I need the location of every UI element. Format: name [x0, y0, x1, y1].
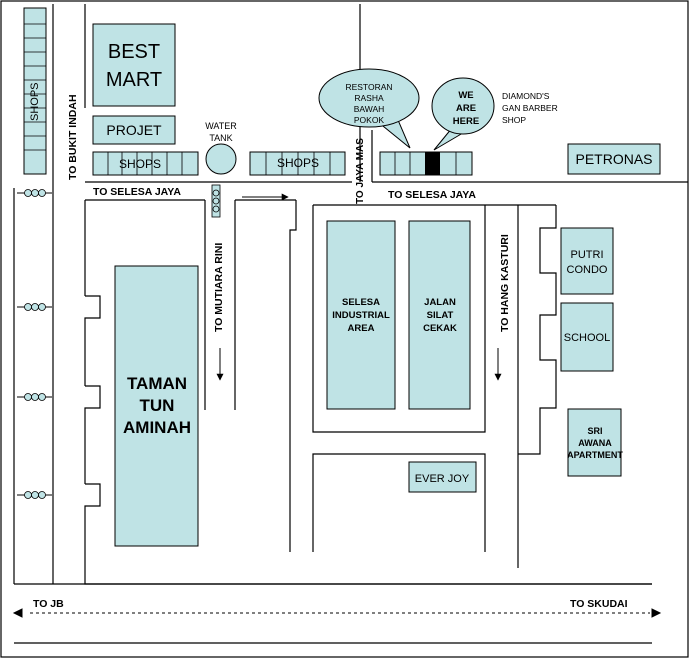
road-lines — [13, 4, 688, 644]
selesa-label-2: INDUSTRIAL — [332, 310, 390, 321]
shops-left-label: SHOPS — [119, 157, 161, 171]
selesa-label-1: SELESA — [342, 297, 380, 308]
sri-awana-label-1: SRI — [587, 426, 602, 436]
road-skudai-label: TO SKUDAI — [570, 598, 628, 610]
culvert-markers — [17, 184, 221, 499]
projet: PROJET — [92, 115, 176, 145]
we-are-here-label-1: WE — [458, 90, 473, 101]
diamond-label-2: GAN BARBER — [502, 103, 558, 113]
jalan-silat-cekak: JALAN SILAT CEKAK — [408, 220, 471, 410]
road-mutiara-rini-label: TO MUTIARA RINI — [213, 243, 225, 332]
sri-awana-label-3: APARTMENT — [567, 450, 623, 460]
school: SCHOOL — [560, 302, 614, 372]
taman-label-1: TAMAN — [127, 374, 187, 393]
direction-arrows — [12, 193, 662, 618]
road-jb-label: TO JB — [33, 598, 64, 610]
best-mart-label-2: MART — [106, 69, 162, 91]
taman-tun-aminah: TAMAN TUN AMINAH — [114, 265, 199, 547]
selesa-industrial-area: SELESA INDUSTRIAL AREA — [326, 220, 396, 410]
we-are-here-label-2: ARE — [456, 103, 476, 114]
sri-awana-label-2: AWANA — [578, 438, 612, 448]
road-bukit-indah-label: TO BUKIT INDAH — [67, 94, 79, 180]
restoran-label-1: RESTORAN — [345, 82, 392, 92]
school-label: SCHOOL — [564, 332, 610, 344]
putri-label-2: CONDO — [567, 264, 608, 276]
diamond-label-1: DIAMOND'S — [502, 91, 550, 101]
ever-joy-label: EVER JOY — [415, 473, 470, 485]
diamond-label-3: SHOP — [502, 115, 526, 125]
shops-row-left: SHOPS — [92, 151, 199, 176]
culvert-3 — [17, 393, 52, 401]
bubble-restoran: RESTORAN RASHA BAWAH POKOK — [318, 68, 420, 149]
culvert-1 — [17, 189, 52, 197]
petronas-label: PETRONAS — [575, 151, 652, 167]
shops-vertical-label: SHOPS — [29, 82, 41, 121]
restoran-label-4: POKOK — [354, 115, 385, 125]
water-tank-label-2: TANK — [209, 133, 232, 143]
diamond-barber-label: DIAMOND'S GAN BARBER SHOP — [502, 91, 558, 125]
we-are-here-label-3: HERE — [453, 116, 479, 127]
putri-condo: PUTRI CONDO — [560, 227, 614, 295]
bubble-we-are-here: WE ARE HERE — [431, 77, 495, 151]
road-labels: TO BUKIT INDAH TO SELESA JAYA TO SELESA … — [33, 94, 628, 610]
best-mart: BEST MART — [92, 23, 176, 107]
culvert-mutiara — [211, 184, 221, 218]
arrow-skudai-east — [651, 608, 662, 618]
road-selesa-jaya-right-label: TO SELESA JAYA — [388, 189, 476, 201]
shops-strip-vertical: SHOPS — [23, 7, 47, 175]
culvert-4 — [17, 491, 52, 499]
we-are-here-marker — [425, 152, 440, 175]
selesa-label-3: AREA — [348, 323, 375, 334]
best-mart-label-1: BEST — [108, 41, 160, 63]
shops-mid-label: SHOPS — [277, 156, 319, 170]
putri-label-1: PUTRI — [571, 249, 604, 261]
road-hang-kasturi-label: TO HANG KASTURI — [499, 234, 511, 332]
taman-label-2: TUN — [140, 396, 175, 415]
road-jaya-mas-label: TO JAYA MAS — [355, 138, 366, 204]
jalan-label-3: CEKAK — [423, 323, 457, 334]
jalan-label-1: JALAN — [424, 297, 456, 308]
water-tank-label-1: WATER — [205, 121, 237, 131]
restoran-label-2: RASHA — [354, 93, 384, 103]
petronas: PETRONAS — [567, 143, 661, 175]
culvert-2 — [17, 303, 52, 311]
sri-awana-apartment: SRI AWANA APARTMENT — [567, 408, 623, 477]
road-selesa-jaya-left-label: TO SELESA JAYA — [93, 186, 181, 198]
shops-row-mid: SHOPS — [249, 151, 346, 176]
ever-joy: EVER JOY — [408, 461, 477, 493]
shops-row-right — [379, 151, 473, 176]
taman-label-3: AMINAH — [123, 418, 191, 437]
arrow-jb-west — [12, 608, 23, 618]
projet-label: PROJET — [106, 122, 162, 138]
water-tank: WATER TANK — [205, 121, 237, 175]
restoran-label-3: BAWAH — [354, 104, 385, 114]
jalan-label-2: SILAT — [427, 310, 454, 321]
